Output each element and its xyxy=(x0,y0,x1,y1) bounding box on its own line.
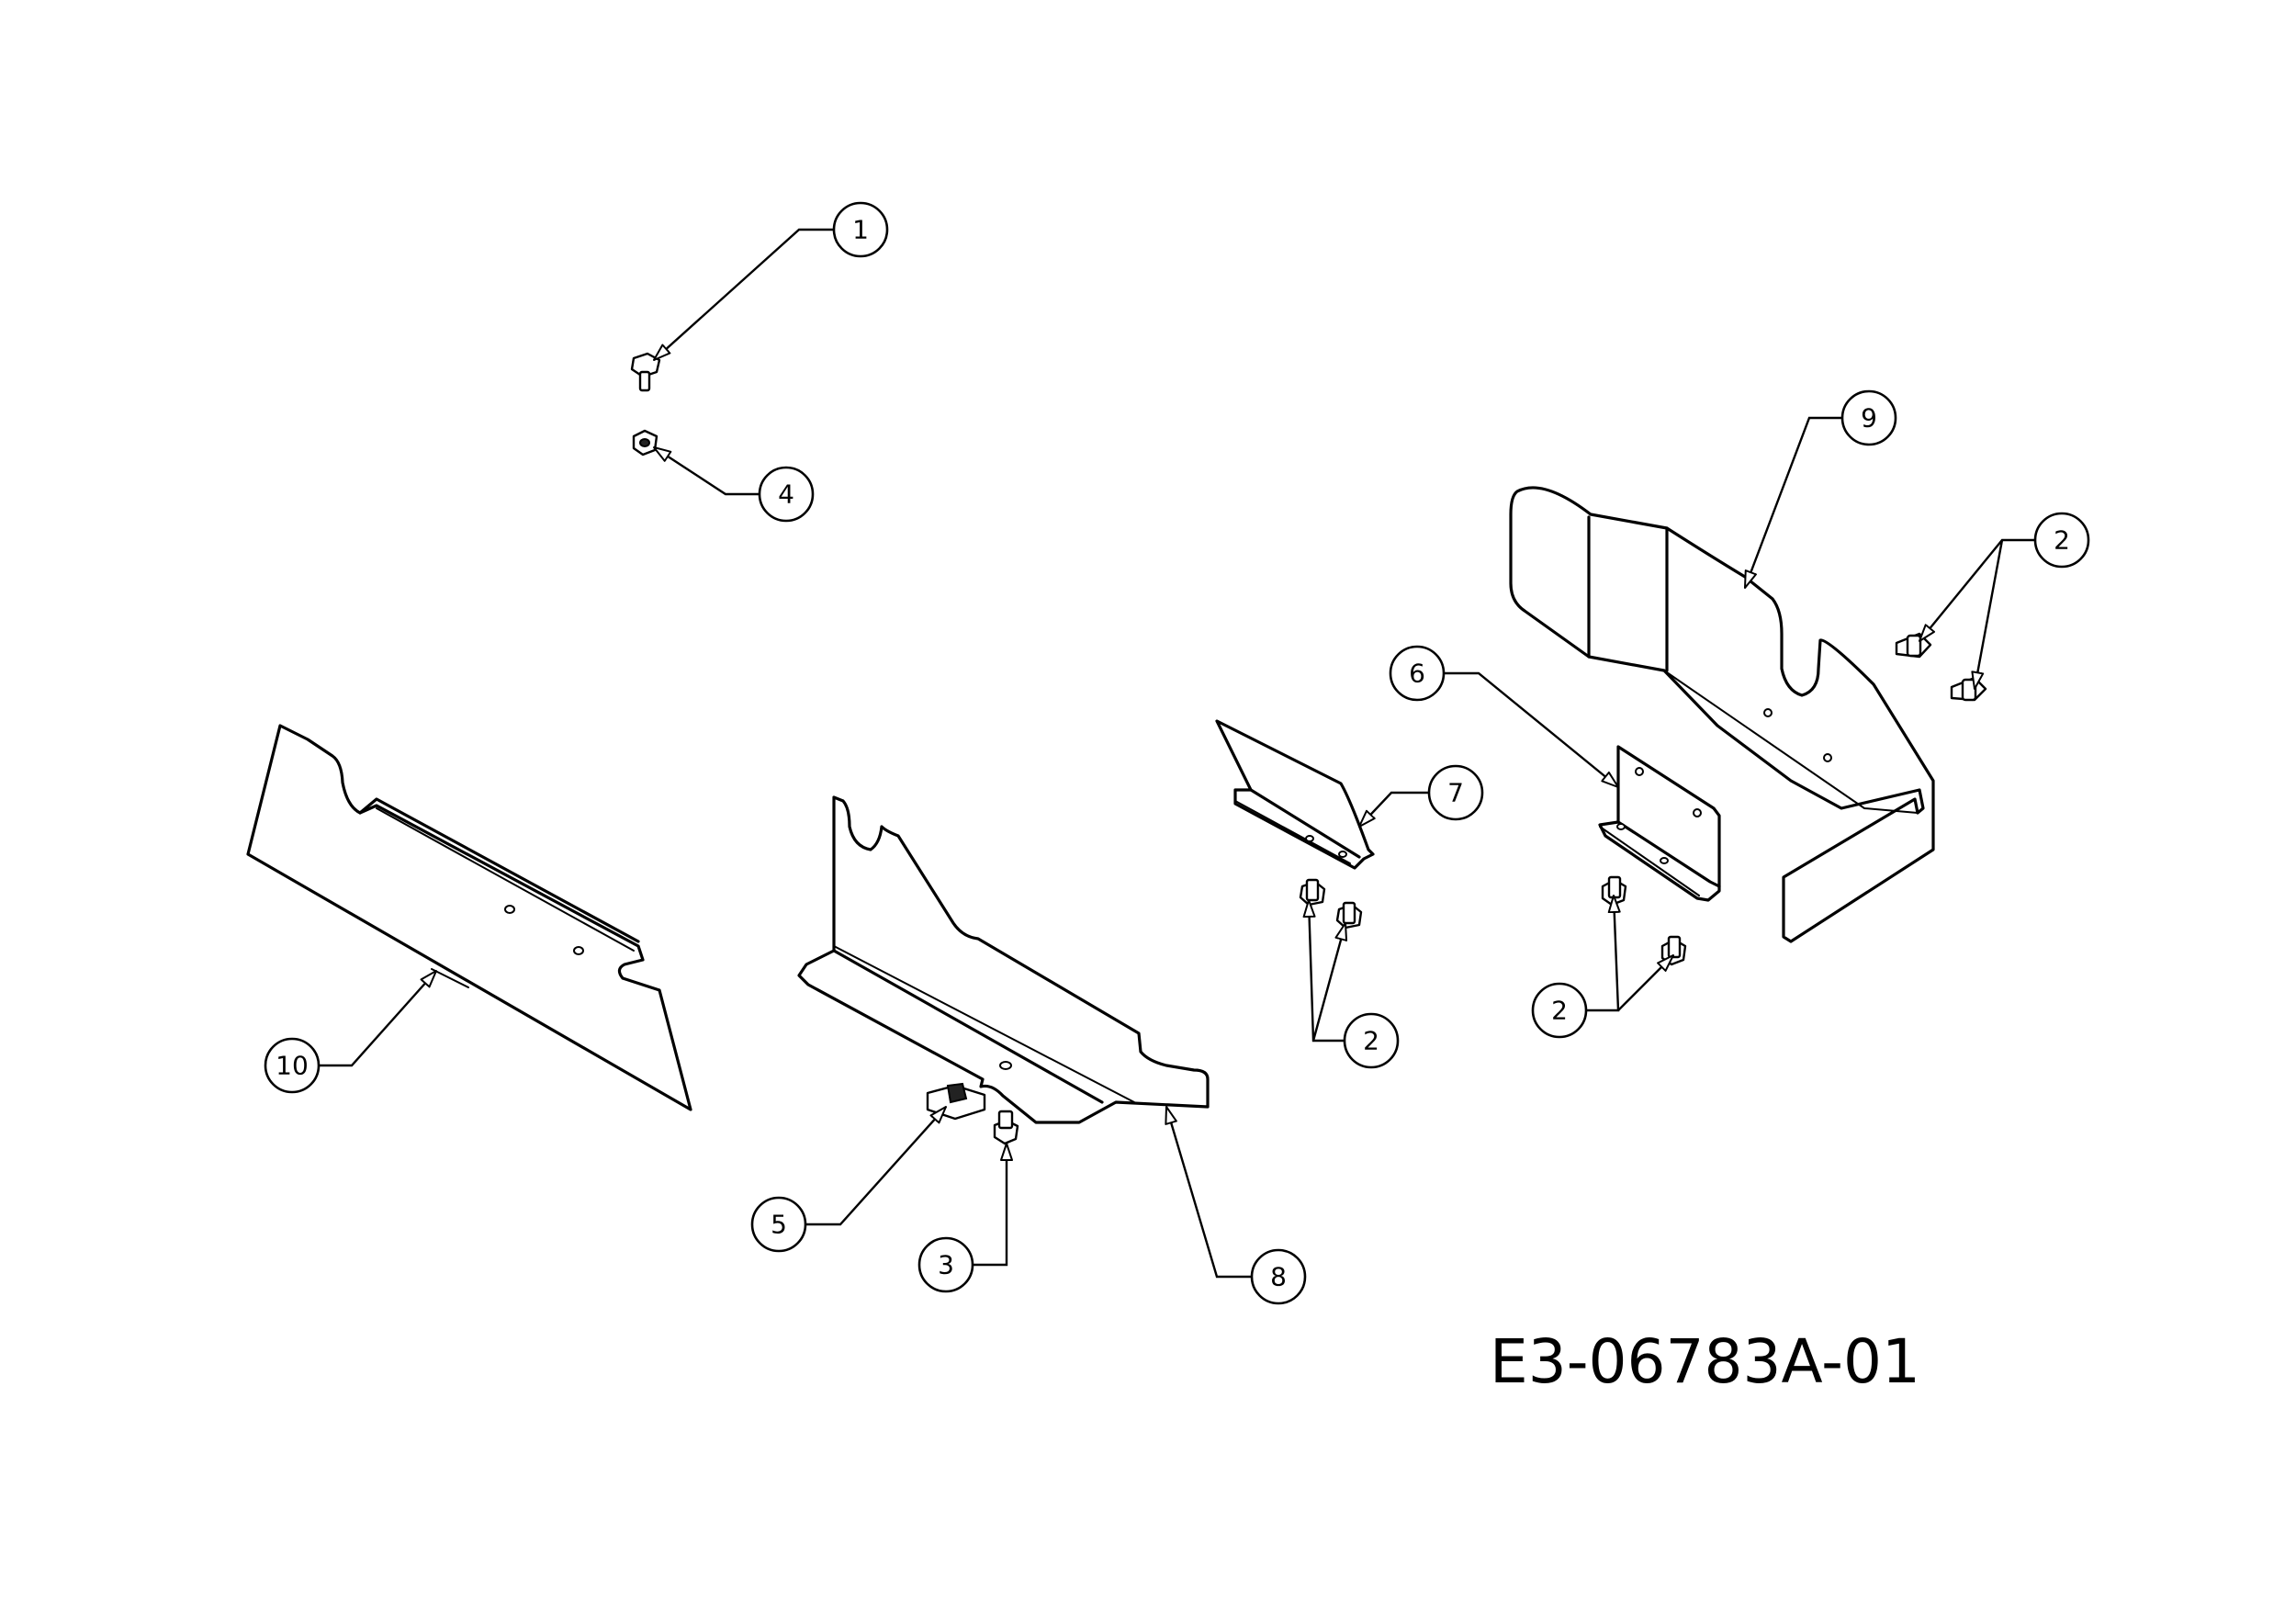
callout-8: 8 xyxy=(1250,1248,1307,1305)
hardware-2-bolt-d xyxy=(1335,901,1363,930)
hardware-2-bolt-c xyxy=(1299,878,1326,907)
leader-3 xyxy=(974,1143,1013,1267)
callout-2-center: 2 xyxy=(1343,1012,1400,1069)
hardware-1-bolt xyxy=(630,352,661,392)
callout-9: 9 xyxy=(1840,389,1897,446)
leader-2c-1 xyxy=(1587,895,1621,1012)
leader-2a-1 xyxy=(1919,538,2034,642)
part-6-vertical-bracket xyxy=(1598,745,1721,902)
part-10-side-panel xyxy=(246,724,692,1111)
leader-lines xyxy=(320,228,2034,1279)
callout-2-lower-right: 2 xyxy=(1531,982,1588,1039)
leader-6 xyxy=(1445,671,1619,788)
svg-text:4: 4 xyxy=(778,479,794,510)
callout-1: 1 xyxy=(832,201,889,258)
callout-3: 3 xyxy=(917,1236,974,1293)
leader-2a-2 xyxy=(1971,539,2004,690)
callout-7: 7 xyxy=(1427,764,1484,821)
svg-text:2: 2 xyxy=(1551,996,1568,1026)
leader-4 xyxy=(653,445,759,496)
leader-1 xyxy=(653,228,834,361)
drawing-id: E3-06783A-01 xyxy=(1490,1326,1920,1397)
hardware-3-bolt xyxy=(993,1110,1019,1145)
part-8-center-bracket xyxy=(797,795,1210,1124)
hardware-4-nut xyxy=(632,429,658,456)
part-9-shield xyxy=(1509,486,1935,943)
svg-text:1: 1 xyxy=(852,215,869,245)
svg-text:3: 3 xyxy=(938,1250,954,1280)
svg-text:2: 2 xyxy=(2054,525,2070,556)
hardware-2-bolt-b xyxy=(1950,676,1987,702)
leader-5 xyxy=(806,1106,947,1226)
hardware-5-clip-nut xyxy=(926,1082,986,1121)
callout-6: 6 xyxy=(1389,645,1446,702)
svg-text:5: 5 xyxy=(771,1210,787,1240)
leader-2b-2 xyxy=(1311,922,1348,1042)
svg-text:8: 8 xyxy=(1270,1262,1287,1292)
svg-text:10: 10 xyxy=(276,1051,309,1081)
part-7-angle-bracket xyxy=(1215,719,1375,870)
leader-7 xyxy=(1358,791,1428,828)
svg-text:6: 6 xyxy=(1409,659,1425,689)
hardware-2-bolt-f xyxy=(1660,935,1687,966)
callout-10: 10 xyxy=(264,1037,321,1094)
leader-8 xyxy=(1165,1106,1251,1279)
svg-text:2: 2 xyxy=(1363,1026,1379,1056)
leader-9 xyxy=(1743,416,1842,589)
callout-4: 4 xyxy=(758,466,815,523)
callout-5: 5 xyxy=(750,1196,807,1253)
leader-10 xyxy=(320,970,437,1067)
callout-2-right: 2 xyxy=(2033,512,2090,569)
leader-2c-2 xyxy=(1617,954,1674,1011)
hardware-2-bolt-a xyxy=(1895,632,1932,659)
svg-text:7: 7 xyxy=(1447,778,1464,808)
svg-text:9: 9 xyxy=(1861,403,1877,434)
